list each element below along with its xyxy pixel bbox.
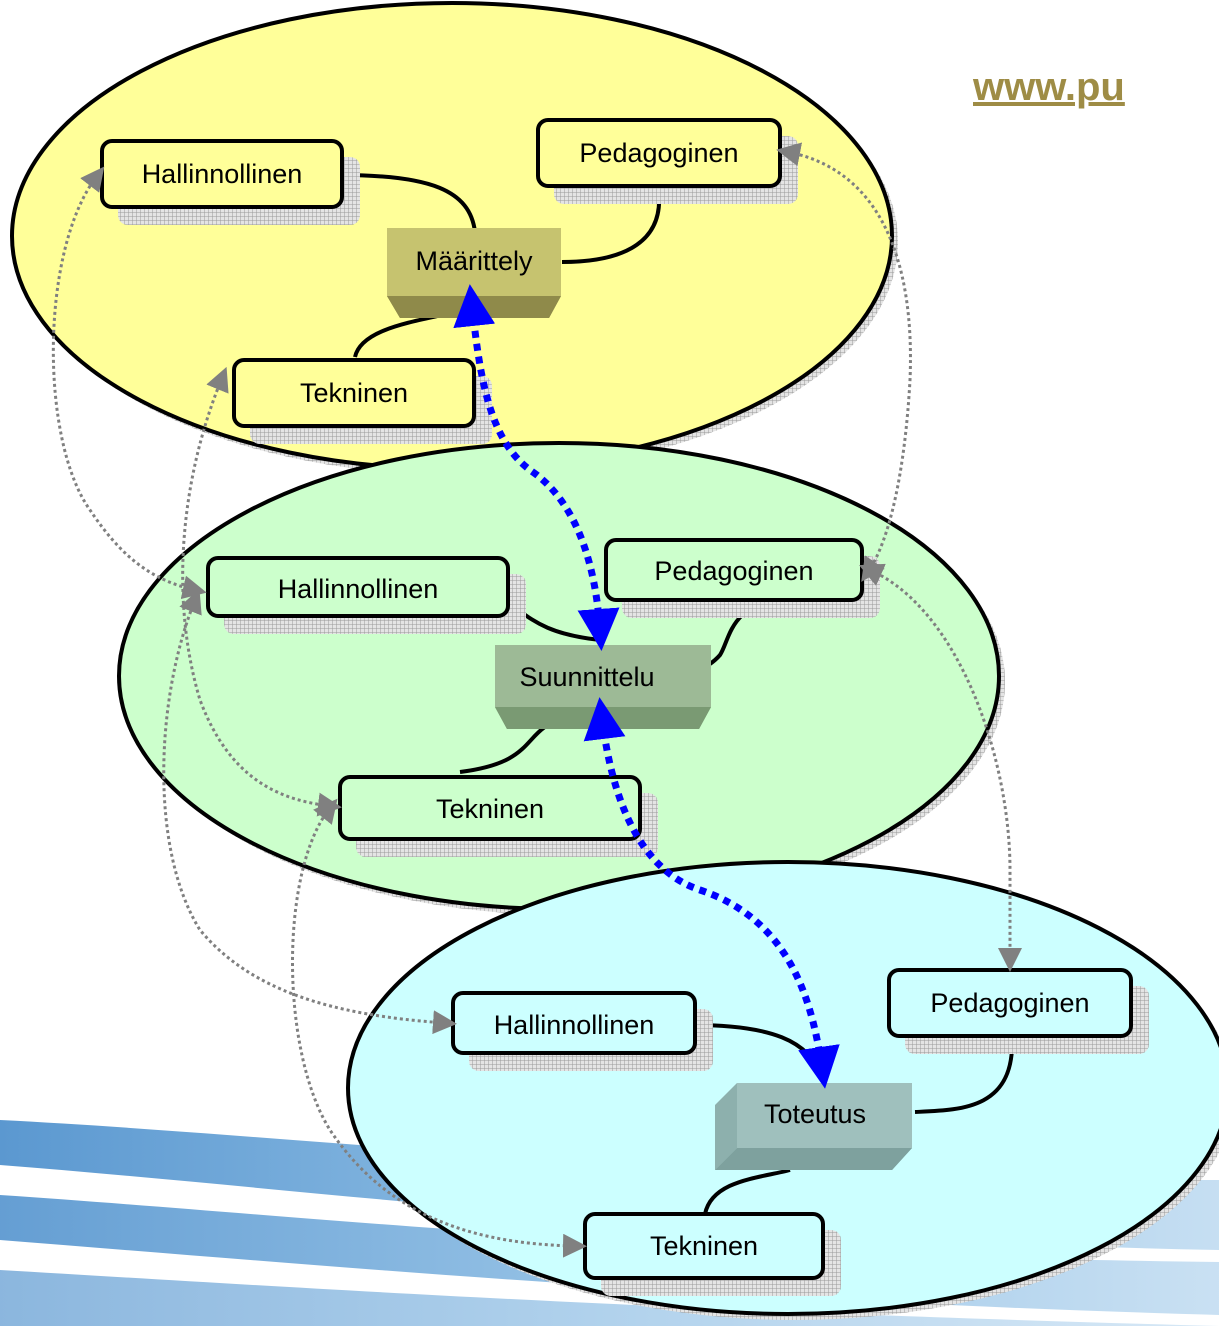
url-text[interactable]: www.pu — [972, 65, 1125, 109]
hub-maarittely[interactable]: Määrittely — [387, 228, 561, 318]
node-technical-3[interactable]: Tekninen — [583, 1212, 841, 1296]
hub-label: Määrittely — [415, 246, 533, 276]
node-label: Hallinnollinen — [278, 574, 439, 604]
node-pedagogic-2[interactable]: Pedagoginen — [604, 538, 880, 618]
node-label: Tekninen — [300, 378, 408, 408]
node-label: Hallinnollinen — [142, 159, 303, 189]
node-label: Tekninen — [650, 1231, 758, 1261]
node-pedagogic-1[interactable]: Pedagoginen — [536, 118, 798, 204]
connector-technical-hub-3 — [703, 1168, 791, 1215]
hub-label: Toteutus — [764, 1099, 866, 1129]
node-admin-1[interactable]: Hallinnollinen — [100, 139, 360, 225]
node-label: Hallinnollinen — [494, 1010, 655, 1040]
node-admin-2[interactable]: Hallinnollinen — [206, 556, 526, 634]
arrow-hub-2-3 — [583, 697, 840, 1089]
node-pedagogic-3[interactable]: Pedagoginen — [887, 968, 1149, 1054]
hub-toteutus[interactable]: Toteutus — [715, 1083, 912, 1170]
node-admin-3[interactable]: Hallinnollinen — [451, 991, 713, 1071]
connector-pedagogic-hub-3 — [914, 1037, 1015, 1114]
arrow-pedagogic-1-2 — [776, 142, 912, 582]
node-label: Pedagoginen — [579, 138, 738, 168]
grey-relation-arrows — [51, 142, 1022, 1258]
node-label: Pedagoginen — [930, 988, 1089, 1018]
node-technical-2[interactable]: Tekninen — [338, 775, 658, 857]
arrow-admin-1-2 — [51, 166, 207, 600]
layer-maarittely: Määrittely Hallinnollinen Pedagoginen Te… — [10, 1, 898, 475]
node-label: Tekninen — [436, 794, 544, 824]
node-technical-1[interactable]: Tekninen — [232, 358, 492, 444]
hub-suunnittelu[interactable]: Suunnittelu — [495, 645, 711, 729]
node-label: Pedagoginen — [654, 556, 813, 586]
arrow-hub-1-2 — [453, 284, 620, 651]
connector-admin-hub-1 — [339, 173, 477, 233]
connector-pedagogic-hub-1 — [561, 185, 662, 264]
layer-suunnittelu: Suunnittelu Hallinnollinen Pedagoginen T… — [117, 441, 1005, 915]
layer-toteutus: Toteutus Hallinnollinen Pedagoginen Tekn… — [346, 860, 1219, 1320]
hub-label: Suunnittelu — [519, 662, 654, 692]
arrow-technical-2-3 — [291, 798, 587, 1258]
arrow-pedagogic-2-3 — [859, 563, 1022, 972]
blue-hub-arrows — [453, 284, 840, 1089]
